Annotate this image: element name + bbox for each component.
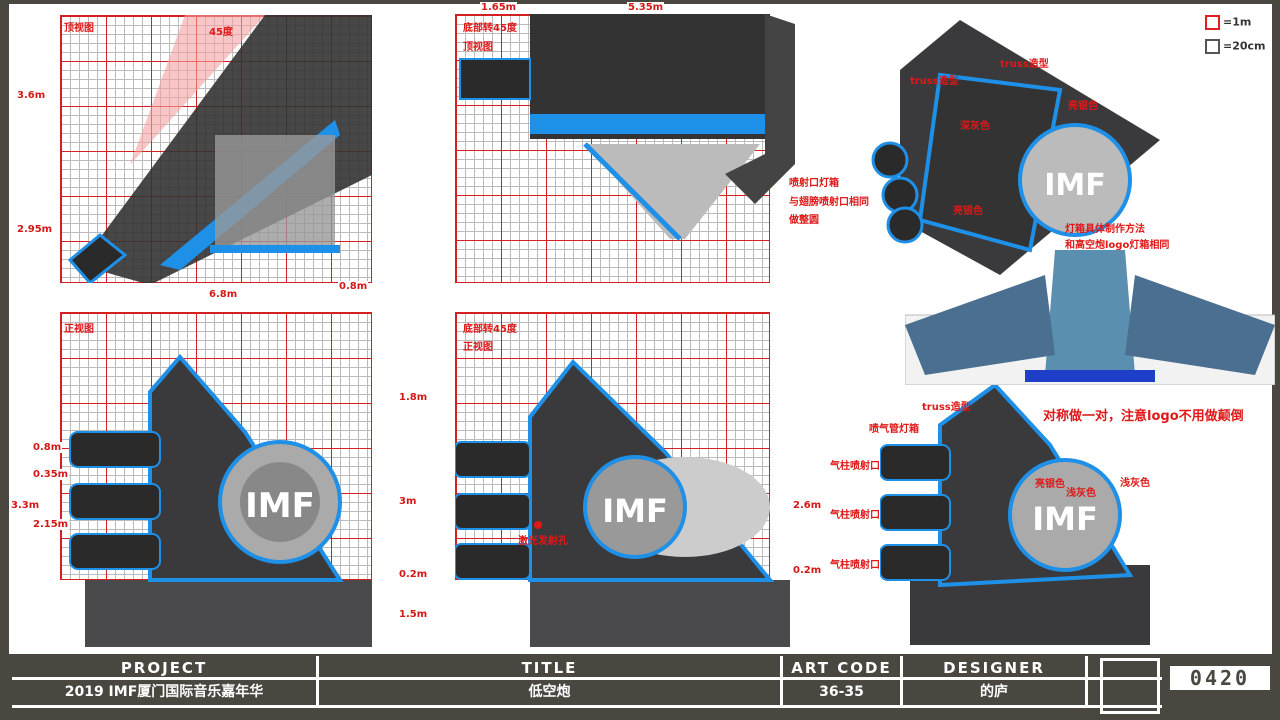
lightbox-note: 灯箱具体制作方法 [1065,224,1145,235]
front-view-title: 正视图 [64,324,94,335]
dim-label: 3.3m [10,500,41,511]
annotation: truss造型 [1000,59,1049,70]
annotation: 亮银色 [1035,479,1065,490]
annotation: 气柱喷射口 [830,560,880,571]
annotation: truss造型 [922,402,971,413]
imf-logo: IMF [245,486,315,526]
annotation: truss造型 [910,76,959,87]
art-code-value: 36-35 [819,684,864,700]
rotated-top-view-title: 底部转45度 [463,23,517,34]
front-view-drawing: IMF [69,353,372,647]
rotated-top-view-drawing [459,14,795,241]
rotated-top-view-subtitle: 顶视图 [463,42,493,53]
legend-1m: =1m [1205,15,1251,30]
dim-label: 0.35m [32,469,70,480]
project-header: PROJECT [120,659,208,677]
title-block: PROJECT TITLE ART CODE DESIGNER 2019 IMF… [0,654,1280,720]
imf-logo: IMF [1032,500,1098,538]
dim-label: 1.65m [480,2,518,13]
annotation: 喷气管灯箱 [869,424,919,435]
designer-header: DESIGNER [943,659,1045,677]
title-value: 低空炮 [528,684,571,700]
top-view-drawing [67,15,372,283]
lightbox-note: 和高空炮logo灯箱相同 [1065,240,1170,251]
legend-20cm: =20cm [1205,39,1266,54]
annotation: 亮银色 [1068,101,1098,112]
imf-logo: IMF [1044,168,1106,203]
art-code-header: ART CODE [791,659,892,677]
perspective-render: IMF [871,20,1160,275]
annotation: 气柱喷射口 [830,461,880,472]
dim-label: 0.8m [32,442,63,453]
dim-label: 1.8m [398,392,429,403]
dim-label: 3.6m [16,90,47,101]
dim-label: 2.6m [792,500,823,511]
annotation: 浅灰色 [1066,488,1096,499]
laser-hole-label: 激光发射孔 [518,536,568,547]
dim-label: 5.35m [627,2,665,13]
rotated-front-view-drawing: IMF [455,359,790,647]
dim-label: 1.5m [398,609,429,620]
dim-label: 2.95m [16,224,54,235]
imf-logo: IMF [602,492,668,530]
annotation: 深灰色 [960,121,990,132]
designer-value: 的庐 [980,684,1008,700]
nozzle-note: 喷射口灯箱 [789,178,839,189]
angle-label: 45度 [209,27,233,38]
annotation: 气柱喷射口 [830,510,880,521]
page-number: 0420 [1170,666,1270,690]
annotation: 浅灰色 [1120,478,1150,489]
dim-label: 2.15m [32,519,70,530]
nozzle-note: 做整圆 [789,215,819,226]
rotated-front-view-subtitle: 正视图 [463,342,493,353]
dim-label: 0.8m [338,281,369,292]
annotation: 亮银色 [953,206,983,217]
dim-label: 6.8m [208,289,239,300]
dim-label: 0.2m [792,565,823,576]
nozzle-note: 与翅膀喷射口相同 [789,197,869,208]
side-render: IMF [880,385,1150,645]
legend-label: =1m [1223,15,1252,29]
dim-label: 3m [398,496,418,507]
studio-logo [1100,658,1160,714]
dim-label: 0.2m [398,569,429,580]
rotated-front-view-title: 底部转45度 [463,324,517,335]
top-view-title: 顶视图 [64,23,94,34]
stage-overview-render [905,250,1275,385]
title-header: TITLE [521,659,578,677]
symmetric-note: 对称做一对，注意logo不用做颠倒 [1043,409,1244,424]
legend-label: =20cm [1223,39,1266,53]
project-value: 2019 IMF厦门国际音乐嘉年华 [64,684,264,700]
